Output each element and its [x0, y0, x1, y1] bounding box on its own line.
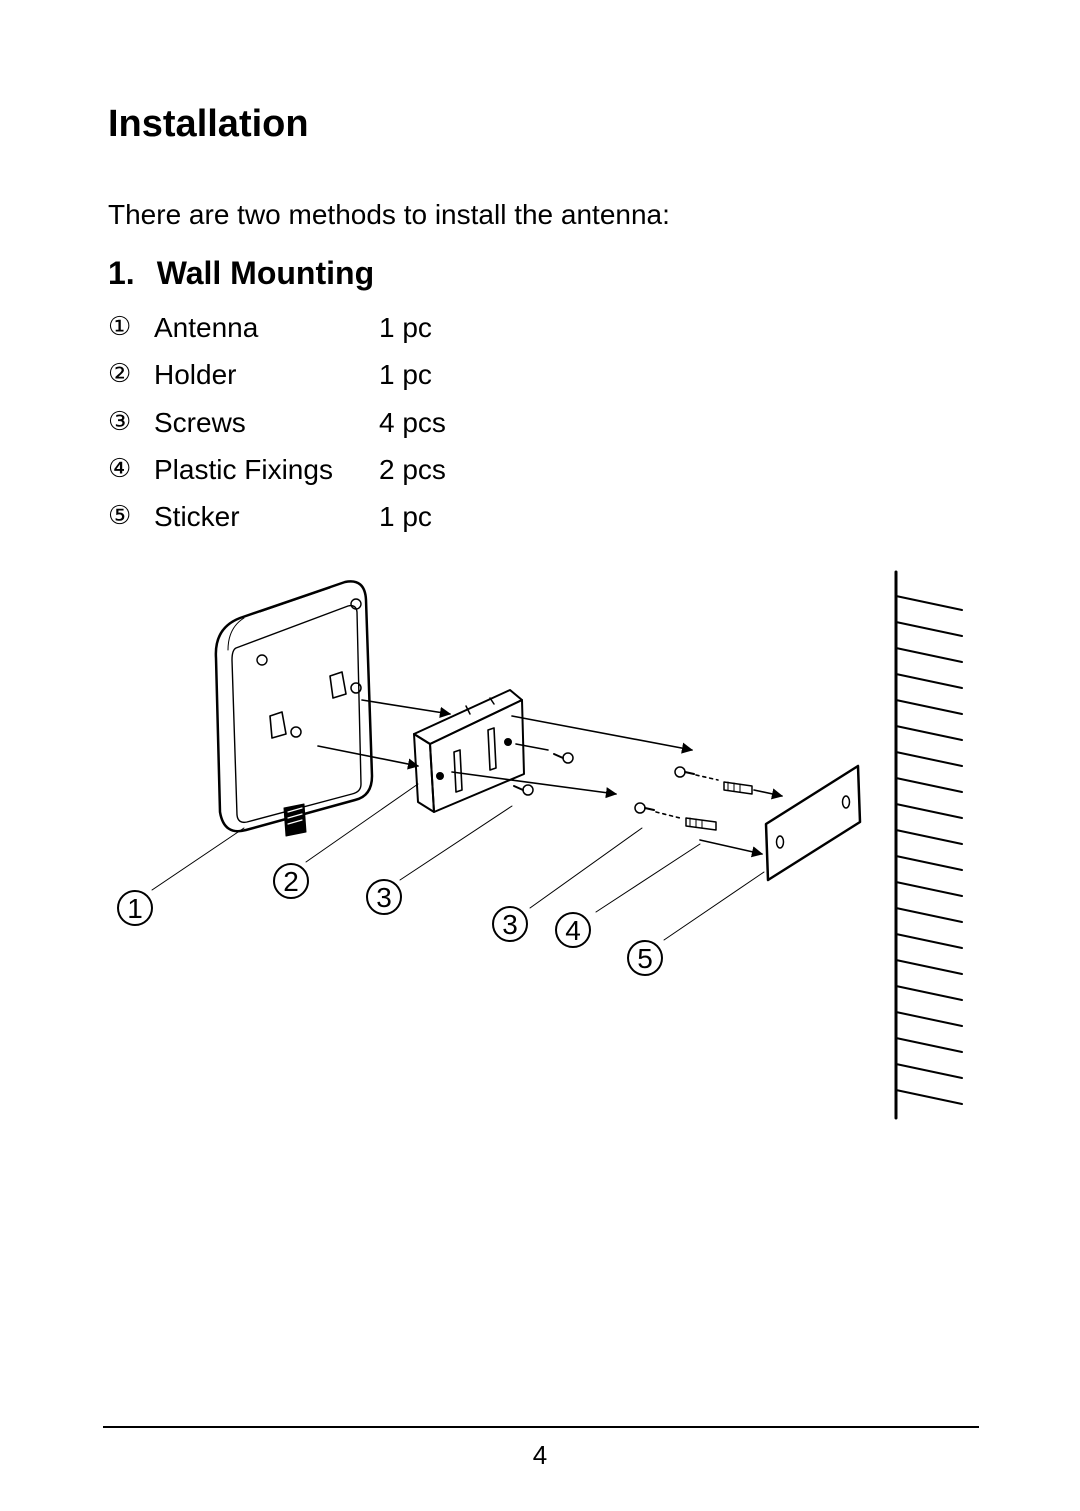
item-number: ② — [108, 359, 132, 390]
footer-divider — [103, 1426, 979, 1428]
list-item: ① Antenna 1 pc — [108, 314, 519, 361]
item-number: ③ — [108, 406, 132, 437]
callout-label: 2 — [283, 866, 299, 897]
list-item: ④ Plastic Fixings 2 pcs — [108, 453, 519, 503]
wall-illustration — [894, 570, 963, 1120]
assembly-arrows — [317, 699, 784, 858]
callout-1: 1 — [117, 890, 153, 926]
antenna-illustration — [214, 580, 374, 837]
item-name: Screws — [154, 406, 246, 438]
item-number: ① — [108, 312, 132, 342]
callout-4: 4 — [555, 912, 591, 948]
wall-mounting-diagram: 1 2 3 3 4 5 — [117, 570, 963, 1120]
holder-illustration — [413, 689, 525, 813]
item-quantity: 4 pcs — [379, 406, 446, 438]
section-heading: 1. Wall Mounting — [108, 254, 374, 292]
callout-label: 5 — [637, 943, 653, 974]
leader-lines — [151, 783, 765, 941]
callout-3: 3 — [366, 879, 402, 915]
callout-label: 4 — [565, 915, 581, 946]
callout-label: 1 — [127, 893, 143, 924]
callout-3: 3 — [492, 906, 528, 942]
plastic-fixing-illustration — [685, 781, 753, 831]
item-number: ⑤ — [108, 501, 132, 532]
section-title: Wall Mounting — [156, 255, 375, 291]
item-name: Plastic Fixings — [154, 453, 333, 485]
list-item: ⑤ Sticker 1 pc — [108, 503, 519, 550]
intro-text: There are two methods to install the ant… — [108, 199, 670, 230]
callout-label: 3 — [376, 882, 392, 913]
item-quantity: 2 pcs — [379, 453, 446, 485]
section-number: 1. — [108, 255, 135, 291]
item-number: ④ — [108, 453, 132, 484]
screw-illustration — [634, 766, 695, 814]
item-name: Antenna — [154, 312, 259, 343]
item-quantity: 1 pc — [379, 501, 432, 533]
item-quantity: 1 pc — [379, 312, 432, 343]
screw-illustration — [513, 752, 574, 796]
sticker-illustration — [764, 764, 862, 882]
item-quantity: 1 pc — [379, 359, 432, 391]
parts-list: ① Antenna 1 pc ② Holder 1 pc ③ Screws 4 … — [108, 314, 519, 550]
callout-5: 5 — [627, 940, 663, 976]
item-name: Holder — [154, 359, 237, 391]
list-item: ③ Screws 4 pcs — [108, 406, 519, 456]
page-title: Installation — [108, 103, 309, 145]
page-number: 4 — [532, 1440, 548, 1470]
callout-label: 3 — [502, 909, 518, 940]
callout-2: 2 — [273, 863, 309, 899]
item-name: Sticker — [154, 501, 240, 533]
list-item: ② Holder 1 pc — [108, 361, 519, 408]
